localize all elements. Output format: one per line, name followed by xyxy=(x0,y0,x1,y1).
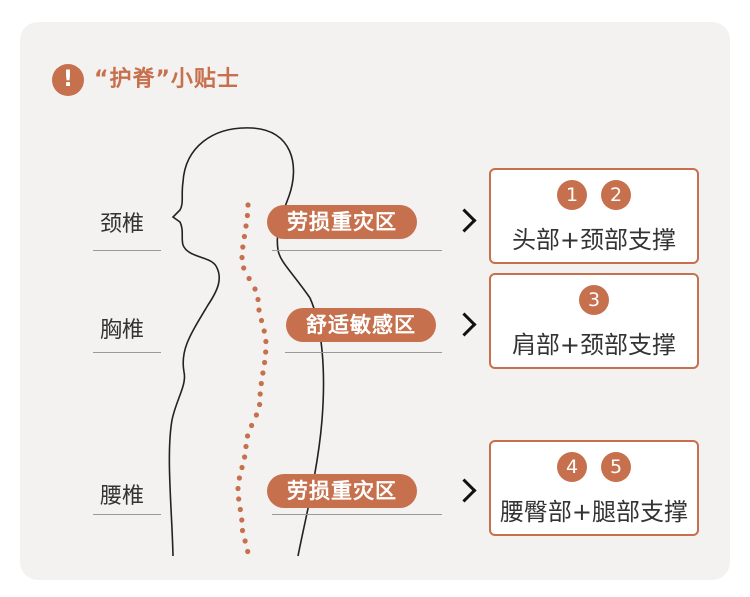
spine-dot xyxy=(253,412,259,418)
spine-dot xyxy=(255,296,261,303)
support-text: 头部+颈部支撑 xyxy=(511,226,677,254)
spine-dot xyxy=(239,464,245,471)
segment-divider xyxy=(93,514,161,515)
spine-dot xyxy=(260,370,266,376)
spine-dot xyxy=(246,275,252,282)
support-text: 腰臀部+腿部支撑 xyxy=(499,498,689,526)
spine-dot xyxy=(252,286,258,292)
support-box-thoracic: 3 肩部+颈部支撑 xyxy=(489,273,699,369)
spine-dot xyxy=(239,527,246,534)
segment-divider xyxy=(285,352,442,353)
page-title: “护脊”小贴士 xyxy=(94,67,240,92)
spine-dot xyxy=(244,212,250,219)
spine-dot xyxy=(236,475,242,481)
spine-dot xyxy=(242,454,248,460)
warning-icon: ! xyxy=(52,64,84,96)
support-number: 4 xyxy=(557,452,587,482)
spine-dot xyxy=(263,349,269,355)
spine-dot xyxy=(239,517,245,523)
spine-dot xyxy=(245,202,251,208)
support-text: 肩部+颈部支撑 xyxy=(511,331,677,359)
spine-dot xyxy=(243,223,249,229)
segment-divider xyxy=(272,250,442,251)
segment-divider xyxy=(93,250,161,251)
spine-dot xyxy=(262,359,268,366)
support-number-group: 3 xyxy=(491,285,697,317)
spine-dots xyxy=(235,202,269,555)
support-number: 5 xyxy=(601,452,631,482)
zone-badge-cervical: 劳损重灾区 xyxy=(267,205,417,239)
spine-dot xyxy=(263,338,269,345)
spine-dot xyxy=(237,506,243,513)
spine-dot xyxy=(257,391,263,397)
support-number: 1 xyxy=(557,180,587,210)
segment-label-thoracic: 胸椎 xyxy=(100,318,145,343)
spine-dot xyxy=(256,307,262,313)
spine-dot xyxy=(245,548,251,555)
spine-dot xyxy=(249,422,255,429)
spine-dot xyxy=(258,317,265,324)
zone-badge-lumbar: 劳损重灾区 xyxy=(267,474,417,508)
spine-dot xyxy=(241,233,247,240)
spine-dot xyxy=(240,244,246,250)
spine-dot xyxy=(244,433,251,439)
segment-label-lumbar: 腰椎 xyxy=(100,484,145,509)
spine-dot xyxy=(242,538,248,544)
spine-dot xyxy=(261,328,267,334)
zone-badge-thoracic: 舒适敏感区 xyxy=(286,308,436,342)
spine-dot xyxy=(236,496,242,502)
segment-divider xyxy=(93,352,161,353)
segment-label-cervical: 颈椎 xyxy=(100,212,145,237)
spine-dot xyxy=(239,254,245,261)
spine-dot xyxy=(235,485,241,492)
spine-dot xyxy=(258,380,264,387)
support-number: 2 xyxy=(601,180,631,210)
support-number: 3 xyxy=(579,285,609,315)
spine-dot xyxy=(241,265,247,271)
segment-divider xyxy=(272,514,442,515)
spine-dot xyxy=(257,401,263,408)
spine-dot xyxy=(243,443,249,450)
